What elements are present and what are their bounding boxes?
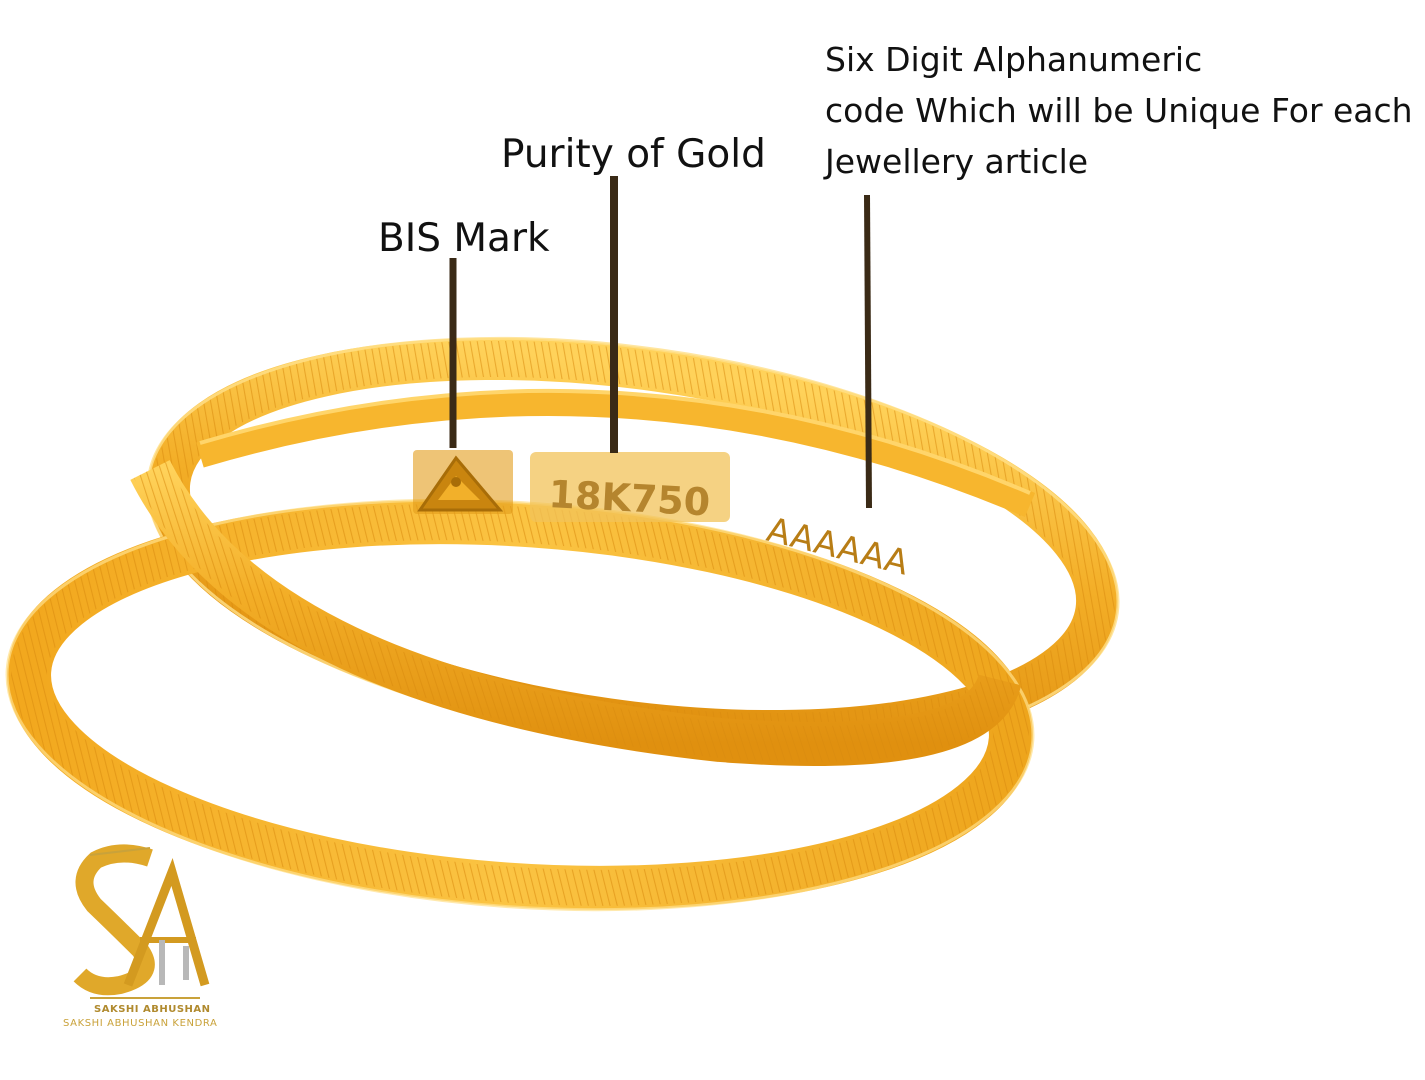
bis-stamp (413, 450, 513, 514)
brand-name: SAKSHI ABHUSHAN (94, 1004, 211, 1015)
purity-stamp: 18K750 (530, 452, 730, 524)
sa-monogram-icon (73, 844, 210, 999)
bis-triangle-icon (417, 455, 504, 512)
lower-bangle (5, 498, 1035, 912)
purity-engraving: 18K750 (548, 472, 712, 524)
huid-label-line-3: Jewellery article (825, 142, 1089, 181)
huid-leader-line (864, 194, 872, 509)
bis-mark-label: BIS Mark (378, 216, 550, 261)
huid-label: Six Digit Alphanumeric code Which will b… (825, 34, 1413, 187)
huid-label-line-1: Six Digit Alphanumeric (825, 40, 1203, 79)
huid-label-line-2: code Which will be Unique For each (825, 91, 1413, 130)
brand-full-name: SAKSHI ABHUSHAN KENDRA (63, 1018, 218, 1029)
purity-label: Purity of Gold (501, 132, 766, 177)
